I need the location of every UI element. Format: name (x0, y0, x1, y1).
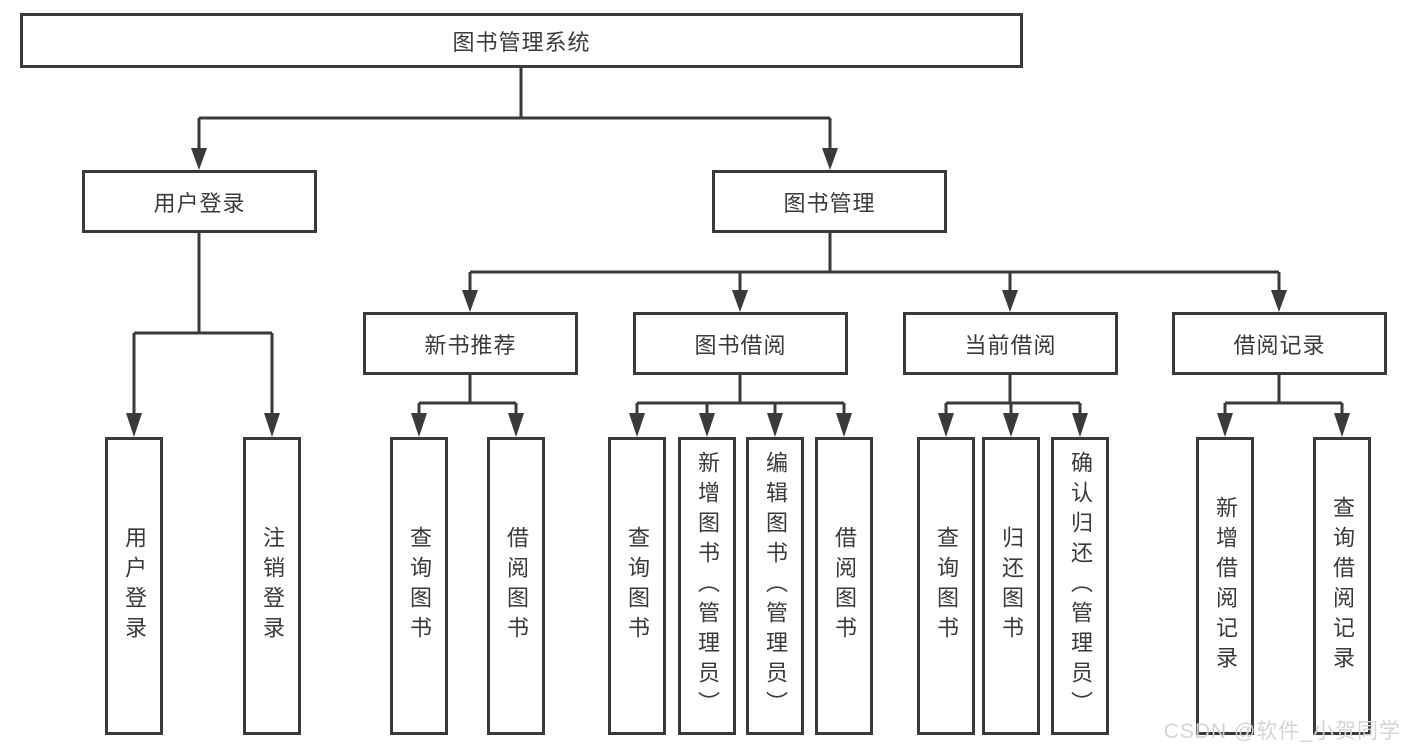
leaf-borrow-add-label: 新增图书（管理员） (695, 451, 720, 721)
leaf-newbook-borrow-label: 借阅图书 (504, 526, 529, 646)
leaf-logout-label: 注销登录 (260, 526, 285, 646)
csdn-watermark: CSDN @软件_小贺同学 (1163, 720, 1401, 743)
leaf-current-confirm-return: 确认归还（管理员） (1051, 437, 1109, 735)
leaf-current-query: 查询图书 (917, 437, 975, 735)
leaf-borrow-borrow-label: 借阅图书 (832, 526, 857, 646)
leaf-borrow-query: 查询图书 (608, 437, 666, 735)
leaf-records-add: 新增借阅记录 (1196, 437, 1254, 735)
leaf-borrow-add: 新增图书（管理员） (678, 437, 736, 735)
leaf-borrow-query-label: 查询图书 (625, 526, 650, 646)
leaf-newbook-query: 查询图书 (390, 437, 448, 735)
leaf-records-query: 查询借阅记录 (1313, 437, 1371, 735)
node-new-book-recommend: 新书推荐 (363, 312, 578, 375)
leaf-user-login-label: 用户登录 (122, 526, 147, 646)
node-borrowing-records: 借阅记录 (1172, 312, 1387, 375)
leaf-current-confirm-return-label: 确认归还（管理员） (1068, 451, 1093, 721)
leaf-borrow-edit-label: 编辑图书（管理员） (763, 451, 788, 721)
node-book-management: 图书管理 (712, 170, 947, 233)
leaf-current-return: 归还图书 (982, 437, 1040, 735)
leaf-user-login: 用户登录 (105, 437, 163, 735)
leaf-records-query-label: 查询借阅记录 (1330, 496, 1355, 676)
leaf-records-add-label: 新增借阅记录 (1213, 496, 1238, 676)
node-current-borrowing: 当前借阅 (903, 312, 1118, 375)
leaf-newbook-query-label: 查询图书 (407, 526, 432, 646)
node-user-login: 用户登录 (82, 170, 317, 233)
leaf-newbook-borrow: 借阅图书 (487, 437, 545, 735)
node-book-borrowing: 图书借阅 (633, 312, 848, 375)
leaf-current-query-label: 查询图书 (934, 526, 959, 646)
node-root: 图书管理系统 (20, 13, 1023, 68)
leaf-borrow-borrow: 借阅图书 (815, 437, 873, 735)
leaf-current-return-label: 归还图书 (999, 526, 1024, 646)
arrowheads (126, 148, 1350, 437)
leaf-borrow-edit: 编辑图书（管理员） (746, 437, 804, 735)
leaf-logout: 注销登录 (243, 437, 301, 735)
